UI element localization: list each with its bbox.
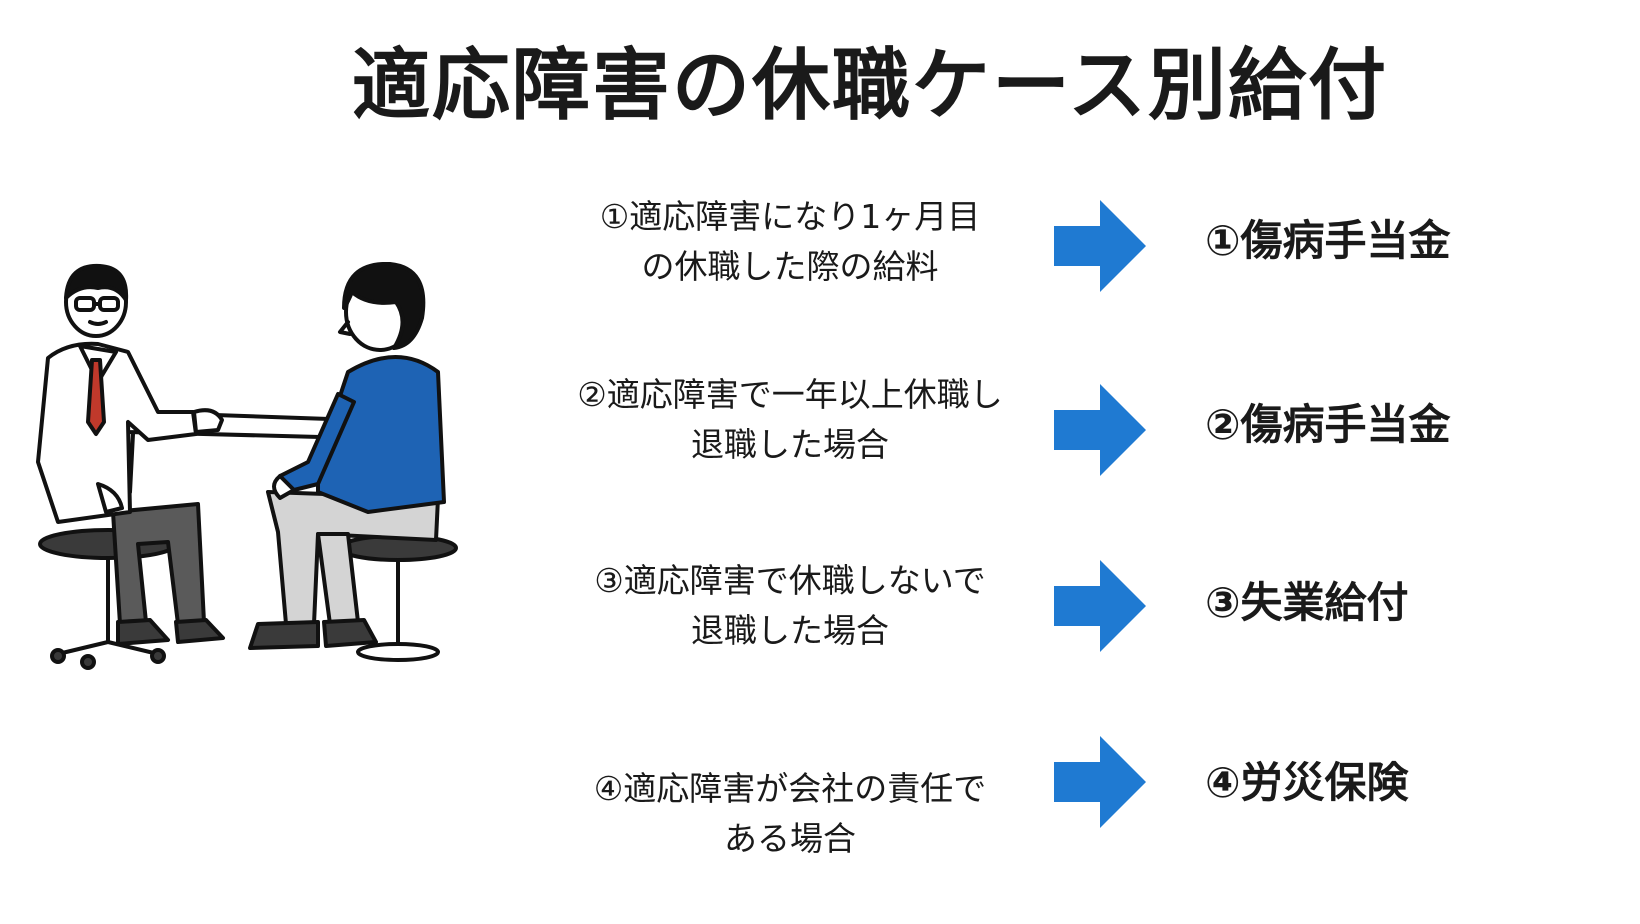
right-arrow-icon: [1054, 736, 1146, 828]
page-title: 適応障害の休職ケース別給付: [351, 41, 1389, 131]
case-description: ②適応障害で一年以上休職し 退職した場合: [540, 370, 1040, 470]
right-arrow-icon: [1054, 384, 1146, 476]
case-description-line: ③適応障害で休職しないで: [594, 561, 986, 600]
benefit-label: ③失業給付: [1205, 578, 1409, 627]
benefit-label: ②傷病手当金: [1205, 400, 1451, 449]
case-description-line: ④適応障害が会社の責任で: [593, 769, 987, 808]
case-description-line: ①適応障害になり1ヶ月目: [599, 197, 981, 236]
case-row: ①適応障害になり1ヶ月目 の休職した際の給料 ①傷病手当金: [0, 188, 1640, 298]
case-description: ③適応障害で休職しないで 退職した場合: [540, 556, 1040, 656]
case-description-line: 退職した場合: [691, 425, 889, 464]
case-row: ②適応障害で一年以上休職し 退職した場合 ②傷病手当金: [0, 366, 1640, 476]
case-description: ④適応障害が会社の責任で ある場合: [540, 764, 1040, 864]
case-row: ③適応障害で休職しないで 退職した場合 ③失業給付: [0, 552, 1640, 662]
case-row: ④適応障害が会社の責任で ある場合 ④労災保険: [0, 736, 1640, 870]
benefit-label: ①傷病手当金: [1205, 216, 1451, 265]
case-description-line: の休職した際の給料: [641, 247, 939, 286]
right-arrow-icon: [1054, 200, 1146, 292]
right-arrow-icon: [1054, 560, 1146, 652]
benefit-label: ④労災保険: [1205, 758, 1409, 807]
case-description: ①適応障害になり1ヶ月目 の休職した際の給料: [540, 192, 1040, 292]
case-description-line: ある場合: [724, 819, 856, 858]
doctor-consultation-illustration: [36, 262, 458, 670]
case-description-line: 退職した場合: [691, 611, 889, 650]
case-description-line: ②適応障害で一年以上休職し: [577, 375, 1003, 414]
